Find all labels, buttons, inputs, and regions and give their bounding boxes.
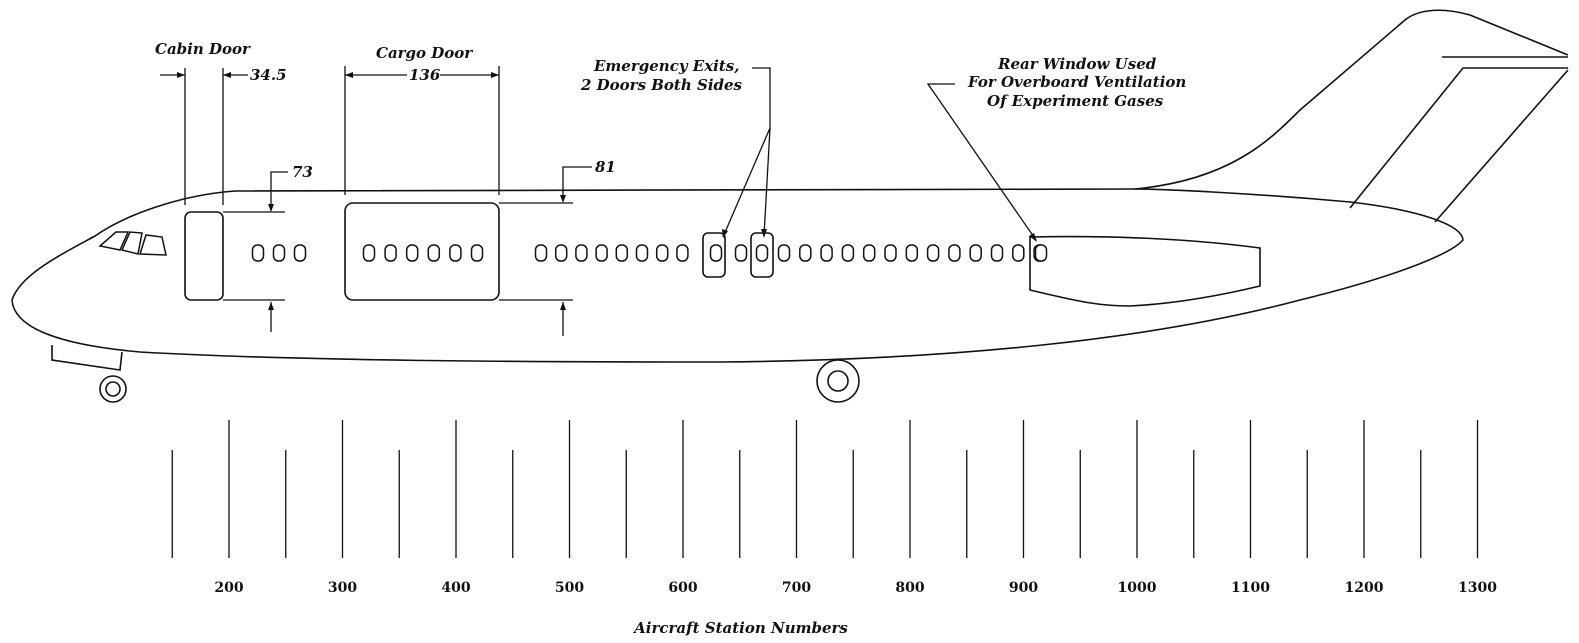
cabin-window [554,244,568,262]
cargo-door [344,202,500,301]
station-tick-label: 800 [895,580,924,596]
cabin-window [969,244,982,262]
cabin-door-width-dimension [160,68,248,205]
cockpit-windows [98,231,167,256]
station-tick-label: 300 [328,580,357,596]
cabin-window [362,244,376,262]
cabin-window [862,244,876,262]
cabin-window [990,244,1004,262]
cabin-door-width-label: 34.5 [250,66,287,84]
cabin-window [1012,244,1025,262]
cargo-door-width-dimension [344,66,500,195]
cabin-window [841,244,855,262]
rear-experiment-pod [1029,235,1261,307]
rear-window-leader [926,83,1037,242]
station-tick-label: 200 [214,580,243,596]
cabin-window [635,244,649,262]
cabin-door-label: Cabin Door [155,40,251,58]
station-tick-label: 700 [782,580,811,596]
station-scale-labels: 200 300 400 500 600 700 800 900 1000 1100 1200 1300 [214,580,1497,596]
station-tick-label: 1100 [1231,580,1270,596]
station-scale-title: Aircraft Station Numbers [632,619,848,637]
cabin-window [734,244,748,262]
cargo-door-height-dimension [499,166,592,336]
cabin-window [427,244,441,262]
cargo-door-label: Cargo Door [376,44,473,62]
cabin-window [405,244,419,262]
cabin-window [251,244,265,262]
cabin-window [449,244,462,262]
cabin-window [655,244,669,262]
station-tick-label: 1200 [1345,580,1384,596]
cabin-window [384,244,397,262]
cabin-window [1034,244,1048,262]
cabin-door [184,211,224,301]
tail-fin [1134,9,1569,190]
emergency-exits-leader [722,67,771,238]
station-tick-label: 1300 [1458,580,1497,596]
tail-rudder-outline [1349,56,1569,223]
emergency-exit-forward [702,232,726,278]
emergency-exit-aft [750,232,774,278]
cabin-window [615,244,629,262]
fuselage-outline [11,188,1464,363]
cabin-window [272,244,286,262]
station-tick-label: 400 [441,580,470,596]
cabin-window [676,244,689,262]
cabin-window [534,244,548,262]
cabin-door-height-label: 73 [292,163,313,181]
station-tick-label: 600 [668,580,697,596]
station-scale [171,420,1479,558]
cabin-window [884,244,897,262]
cargo-door-height-label: 81 [595,158,616,176]
cabin-window [709,244,723,262]
station-tick-label: 900 [1009,580,1038,596]
cabin-window [799,244,812,262]
cabin-window [820,244,833,262]
cabin-windows [251,244,1048,262]
cabin-window [926,244,940,262]
cabin-window [470,244,484,262]
emergency-exits-label: Emergency Exits, 2 Doors Both Sides [580,57,745,94]
rear-window-label: Rear Window Used For Overboard Ventilati… [967,55,1192,110]
cargo-door-width-label: 136 [409,66,441,84]
main-landing-gear [816,359,860,403]
nose-landing-gear [51,345,127,403]
cabin-window [755,244,769,262]
station-tick-label: 500 [555,580,584,596]
cabin-window [777,244,791,262]
cabin-window [905,244,919,262]
cabin-window [948,244,961,262]
cabin-window [293,244,307,262]
cabin-window [595,244,608,262]
cabin-window [575,244,588,262]
station-tick-label: 1000 [1118,580,1157,596]
cabin-door-height-dimension [223,171,288,332]
